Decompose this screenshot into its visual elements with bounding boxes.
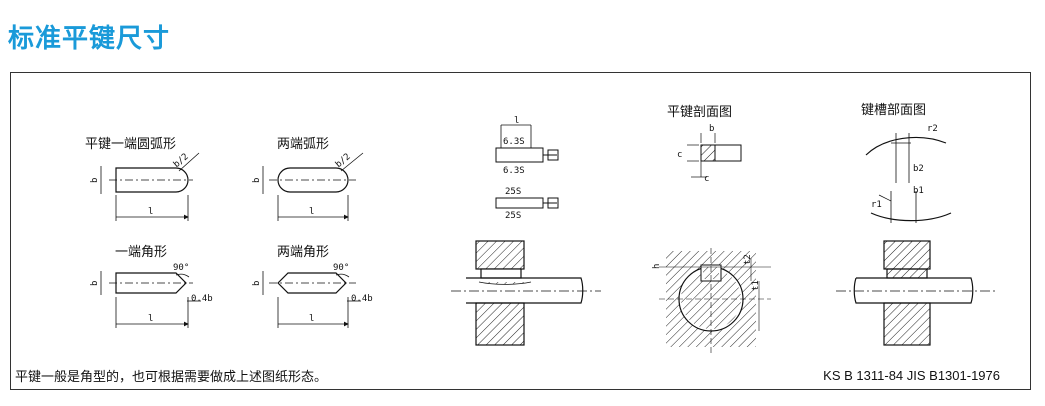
key-round-one-end-drawing [100,152,200,221]
dim-c: c [704,174,709,184]
label-square-both-ends: 两端角形 [277,245,330,260]
surf-6-3s-bottom: 6.3S [503,166,525,176]
hub-shaft-assembly-right-drawing [836,240,996,346]
surf-25s-b: 25S [505,211,521,221]
dim-h: h [652,264,662,269]
label-round-one-end: 平键一端圆弧形 [85,137,177,152]
dim-l: l [148,207,153,217]
diagram-frame: 平键一端圆弧形 两端弧形 一端角形 两端角形 平键剖面图 键槽部面图 b b/2… [10,72,1031,390]
key-square-both-ends-drawing [262,271,361,328]
dim-b: b [90,281,100,286]
standard-reference: KS B 1311-84 JIS B1301-1976 [823,368,1000,383]
shaft-cross-section-drawing [659,248,771,353]
keyway-section-drawing [865,133,952,223]
label-key-section: 平键剖面图 [667,105,733,120]
angle-90: 90° [173,263,189,273]
page-title: 标准平键尺寸 [8,24,171,54]
chamfer-0-4b: 0.4b [351,294,373,304]
dim-r: b/2 [334,152,353,170]
dim-l: l [148,314,153,324]
footer-note: 平键一般是角型的，也可根据需要做成上述图纸形态。 [15,370,328,385]
dim-t2: t2 [743,254,753,265]
label-square-one-end: 一端角形 [115,245,168,260]
key-square-one-end-drawing [100,271,201,328]
angle-90: 90° [333,263,349,273]
surf-25s-a: 25S [505,187,521,197]
dim-t1: t1 [751,280,761,291]
tol-l: l [514,116,519,126]
surface-finish-drawing [495,124,559,209]
dim-l: l [309,314,314,324]
chamfer-0-4b: 0.4b [191,294,213,304]
dim-b: b [90,178,100,183]
label-round-both-ends: 两端弧形 [277,137,330,152]
hub-shaft-assembly-drawing [451,240,601,346]
key-section-drawing [687,133,742,178]
dim-r2: r2 [927,124,938,134]
dim-b2: b2 [913,164,924,174]
dim-b1: b1 [913,186,924,196]
label-keyway-section: 键槽部面图 [861,103,927,118]
key-round-both-ends-drawing [262,152,364,221]
dim-c: c [677,150,682,160]
dim-l: l [309,207,314,217]
dim-r: b/2 [172,152,191,170]
dim-b: b [252,281,262,286]
surf-6-3s-top: 6.3S [503,137,525,147]
dim-b: b [252,178,262,183]
dim-b: b [709,124,714,134]
dim-r1: r1 [871,200,882,210]
technical-drawings: b b/2 l b b/2 l b 90° 0.4b [90,116,996,353]
